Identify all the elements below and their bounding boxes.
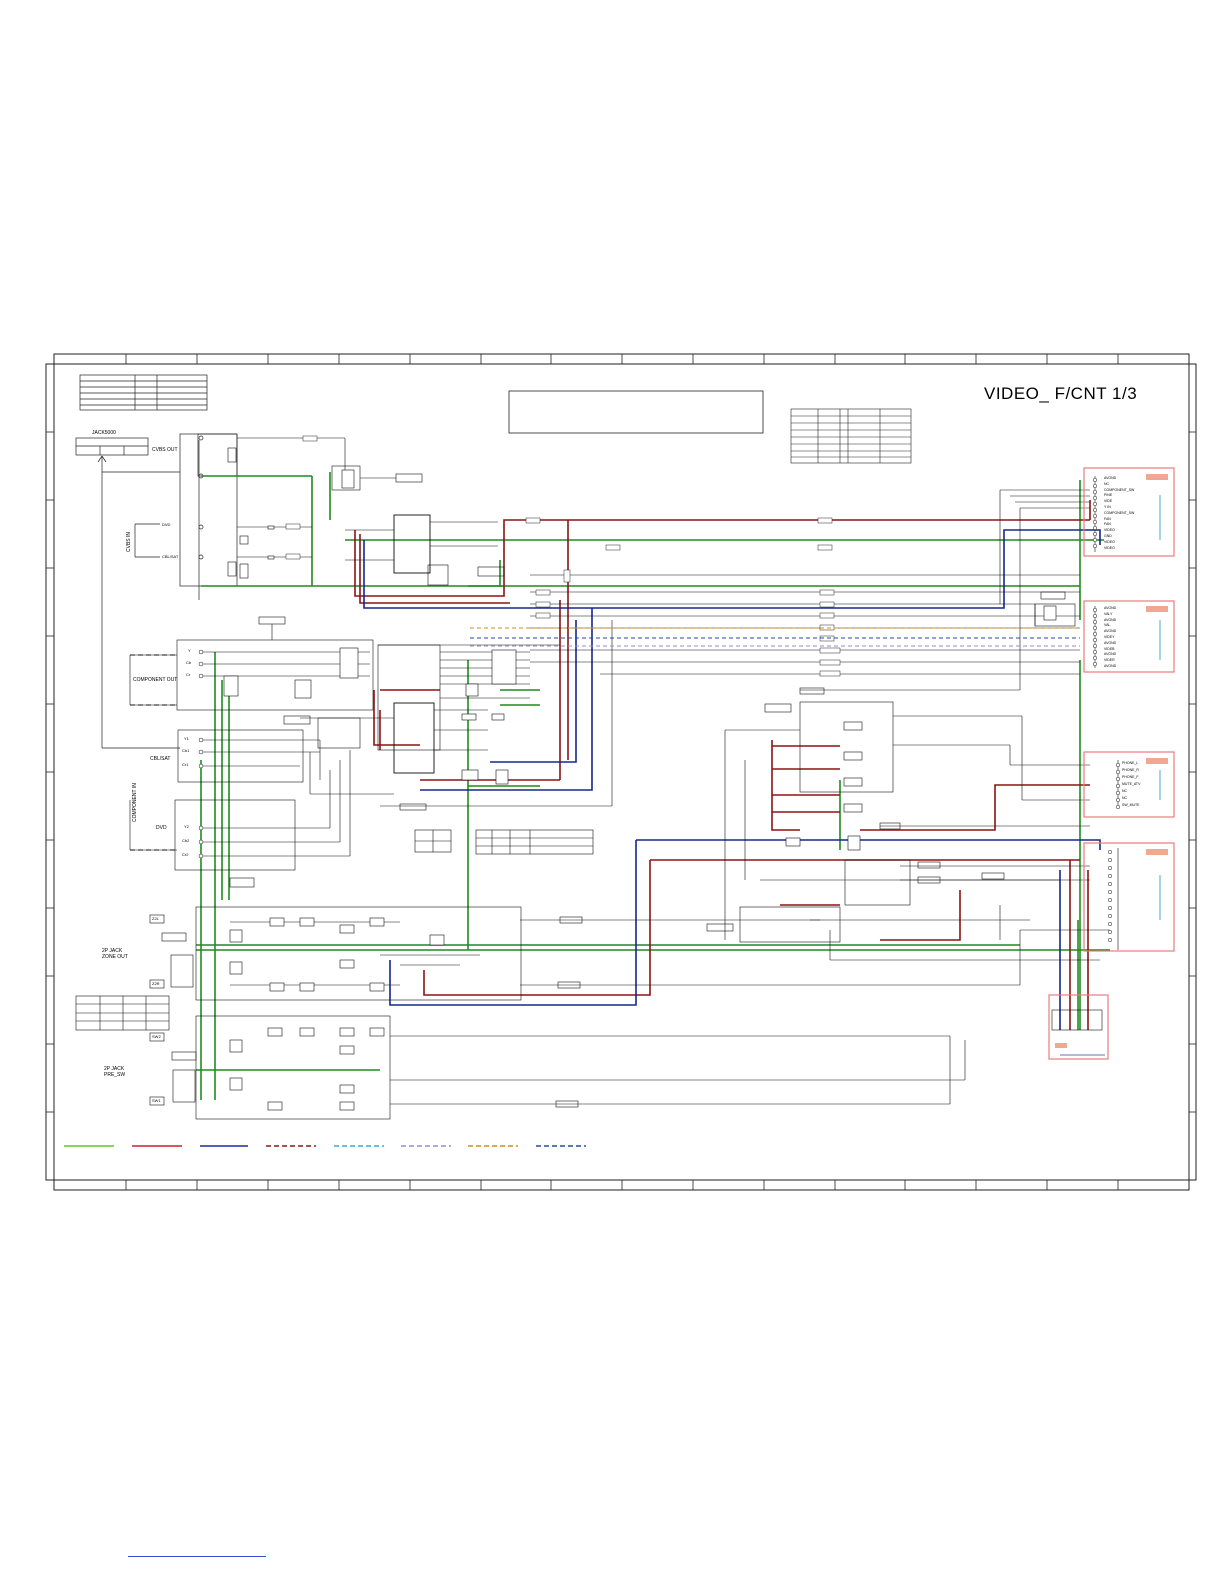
component-cb2-label: Cb2 — [182, 838, 190, 843]
component-cb-label: Cb — [186, 660, 192, 665]
connector-pin-label: AVGND — [1104, 640, 1117, 645]
sw2-label: SW2 — [152, 1034, 161, 1039]
pre-sw-jack-label: 2P JACK PRE_SW — [104, 1066, 126, 1078]
component-in-label: COMPONENT IN — [132, 783, 138, 822]
connector-pins — [198, 477, 1121, 943]
component-symbols — [223, 447, 1057, 1111]
green-nets — [196, 472, 1110, 1100]
cvbs-in-label: CVBS IN — [126, 531, 132, 552]
connector-pin-label: FAN — [1104, 522, 1111, 527]
zone-out-jack-label: 2P JACK ZONE OUT — [102, 948, 128, 960]
connector-pin-label: AVGND — [1104, 652, 1117, 657]
dashed-nets — [130, 627, 1080, 851]
connector-pin-label: VIDEO — [1104, 528, 1115, 533]
notes-box — [508, 390, 764, 434]
component-y2-label: Y2 — [184, 824, 189, 829]
component-y-label: Y — [188, 648, 191, 653]
component-cr-label: Cr — [186, 672, 191, 677]
component-out-label: COMPONENT OUT — [133, 677, 178, 683]
ic-outlines — [393, 514, 435, 774]
connector-pin-label: VIDE — [1104, 499, 1113, 504]
z2r-label: Z2R — [152, 981, 160, 986]
jack5000-block — [75, 437, 180, 749]
cvbs-jack-block — [134, 433, 238, 600]
cvbs-out-label: CVBS OUT — [152, 447, 178, 453]
jack5000-label: JACK5000 — [92, 430, 116, 436]
connector-pin-label: SW_MUTE — [1122, 803, 1140, 807]
connector-pin-label: PHONE_R — [1122, 768, 1139, 772]
connector-pin-label: AVGND — [1104, 476, 1117, 480]
connector-cn2 — [1083, 600, 1175, 673]
revision-table — [79, 374, 208, 411]
cbl-sat-in-label: CBL/SAT — [150, 756, 171, 762]
connector-pin-label: AVGND — [1104, 629, 1117, 634]
sw1-label: SW1 — [152, 1098, 161, 1103]
component-cr1-label: Cr1 — [182, 762, 189, 767]
z2l-label: Z2L — [152, 916, 159, 921]
signal-wiring — [75, 437, 1110, 1120]
connector-pin-label: VIDER — [1104, 658, 1115, 663]
red-nets — [354, 500, 1091, 1030]
connector-pin-label: VIDEB — [1104, 646, 1115, 651]
sheet-frame — [45, 353, 1197, 1191]
connector-pin-label: Y IN — [1104, 505, 1111, 509]
connector-pin-label: NC — [1122, 796, 1128, 800]
connector-cn4 — [1083, 842, 1175, 952]
sheet-title: VIDEO_ F/CNT 1/3 — [984, 384, 1138, 403]
parts-table — [790, 408, 912, 464]
connector-pin-label: COMPONENT_SW — [1104, 487, 1135, 492]
connector-cn5 — [1048, 994, 1109, 1060]
dvd-label: DVD — [162, 522, 171, 527]
connector-pin-label: AVGND — [1104, 606, 1117, 610]
connector-pin-label: VALY — [1104, 611, 1113, 616]
connector-pin-label: NC — [1122, 789, 1128, 793]
connector-pin-label: VIDEO — [1104, 539, 1115, 544]
component-cr2-label: Cr2 — [182, 852, 189, 857]
connector-pin-label: GND — [1104, 534, 1112, 538]
connector-pin-label: VIDEY — [1104, 635, 1115, 639]
dvd-in-label: DVD — [156, 825, 167, 831]
component-y1-label: Y1 — [184, 736, 189, 741]
connector-pin-label: AVGND — [1104, 617, 1117, 622]
connector-pin-label: FAN — [1104, 516, 1111, 521]
connector-pin-label: COMPONENT_SW — [1104, 510, 1135, 515]
connector-pin-label: PHONE_L — [1122, 761, 1139, 765]
connector-pin-label: MUTE_ATV — [1122, 782, 1141, 786]
connector-pin-label: NC — [1104, 481, 1110, 486]
connector-pin-label: PHONE_F — [1122, 775, 1139, 779]
component-cb1-label: Cb1 — [182, 748, 190, 753]
footer-link-underline[interactable] — [128, 1556, 266, 1557]
cbl-sat-label: CBL/SAT — [162, 554, 179, 559]
connector-pin-label: AVGND — [1104, 664, 1117, 668]
connector-pin-label: PINE — [1104, 493, 1113, 498]
connector-pin-label: VAL — [1104, 623, 1111, 628]
connector-pin-label: VIDEO — [1104, 545, 1115, 550]
